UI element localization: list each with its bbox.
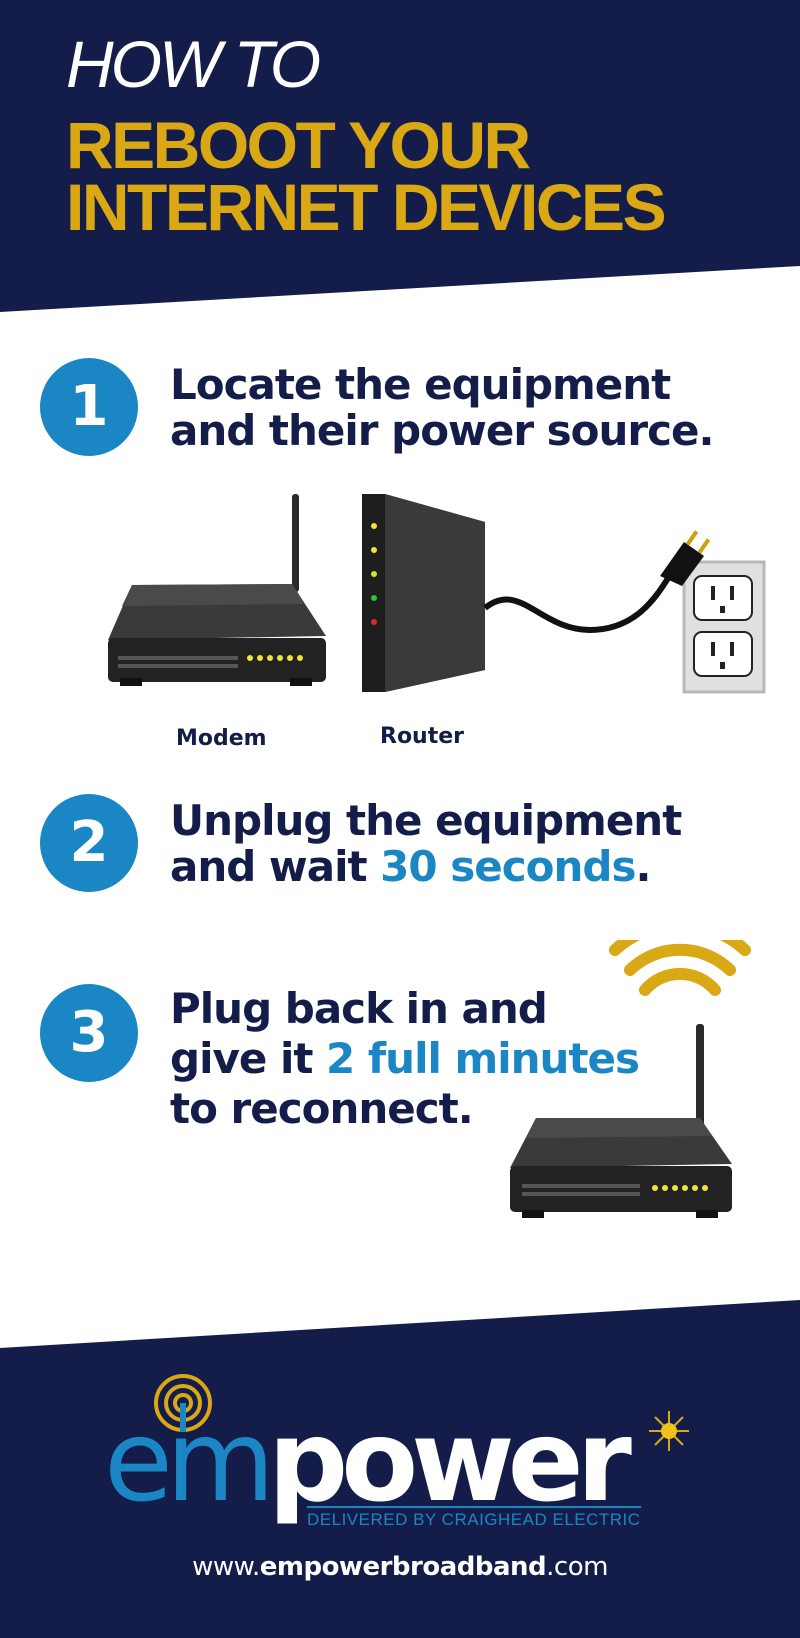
wifi-modem-illustration [510, 940, 751, 1218]
modem-icon [108, 494, 326, 686]
logo-em: em [104, 1397, 275, 1527]
step-2-line-2-pre: and wait [170, 842, 381, 891]
website-domain: empowerbroadband [259, 1552, 547, 1582]
title-line-2: INTERNET DEVICES [66, 170, 667, 244]
modem-label: Modem [176, 726, 267, 751]
step-3-highlight: 2 full minutes [326, 1034, 640, 1083]
step-3-line-1: Plug back in and [170, 984, 548, 1033]
logo-power: power [268, 1397, 632, 1527]
devices-illustration [108, 494, 766, 694]
how-to-heading: HOW TO [66, 27, 321, 101]
step-1-text: Locate the equipment and their power sou… [170, 360, 714, 455]
website-prefix: www. [192, 1552, 260, 1582]
step-2-line-1: Unplug the equipment [170, 796, 682, 845]
header-banner [0, 0, 800, 312]
step-2-highlight: 30 seconds [380, 842, 636, 891]
website-link[interactable]: www.empowerbroadband.com [0, 1552, 800, 1582]
antenna-logo-icon [154, 1374, 212, 1432]
step-2-line-2-post: . [635, 842, 651, 891]
step-1-badge: 1 [40, 358, 138, 456]
website-suffix: .com [546, 1552, 608, 1582]
step-2-badge: 2 [40, 794, 138, 892]
step-3-text: Plug back in and give it 2 full minutes … [170, 984, 640, 1134]
step-3-line-2-pre: give it [170, 1034, 327, 1083]
step-1-line-2: and their power source. [170, 406, 714, 455]
step-2-line-2: and wait 30 seconds. [170, 844, 681, 890]
step-2-text: Unplug the equipment and wait 30 seconds… [170, 796, 682, 890]
router-label: Router [380, 724, 465, 749]
step-3-line-3: to reconnect. [170, 1084, 474, 1133]
title-line-1: REBOOT YOUR [66, 108, 531, 182]
step-3-badge: 3 [40, 984, 138, 1082]
power-cable [483, 570, 675, 634]
power-plug-icon [660, 530, 711, 586]
wifi-signal-icon [609, 940, 751, 996]
page-title: REBOOT YOUR INTERNET DEVICES [66, 108, 667, 244]
step-1-line-1: Locate the equipment [170, 360, 671, 409]
step-3-line-2: give it 2 full minutes [170, 1034, 640, 1084]
wall-outlet-icon [682, 560, 766, 694]
modem-icon [510, 1024, 732, 1218]
router-icon [362, 494, 485, 692]
empower-logo: empower [104, 1406, 632, 1518]
sun-spark-icon [649, 1411, 689, 1451]
logo-tagline: DELIVERED BY CRAIGHEAD ELECTRIC [307, 1506, 641, 1530]
